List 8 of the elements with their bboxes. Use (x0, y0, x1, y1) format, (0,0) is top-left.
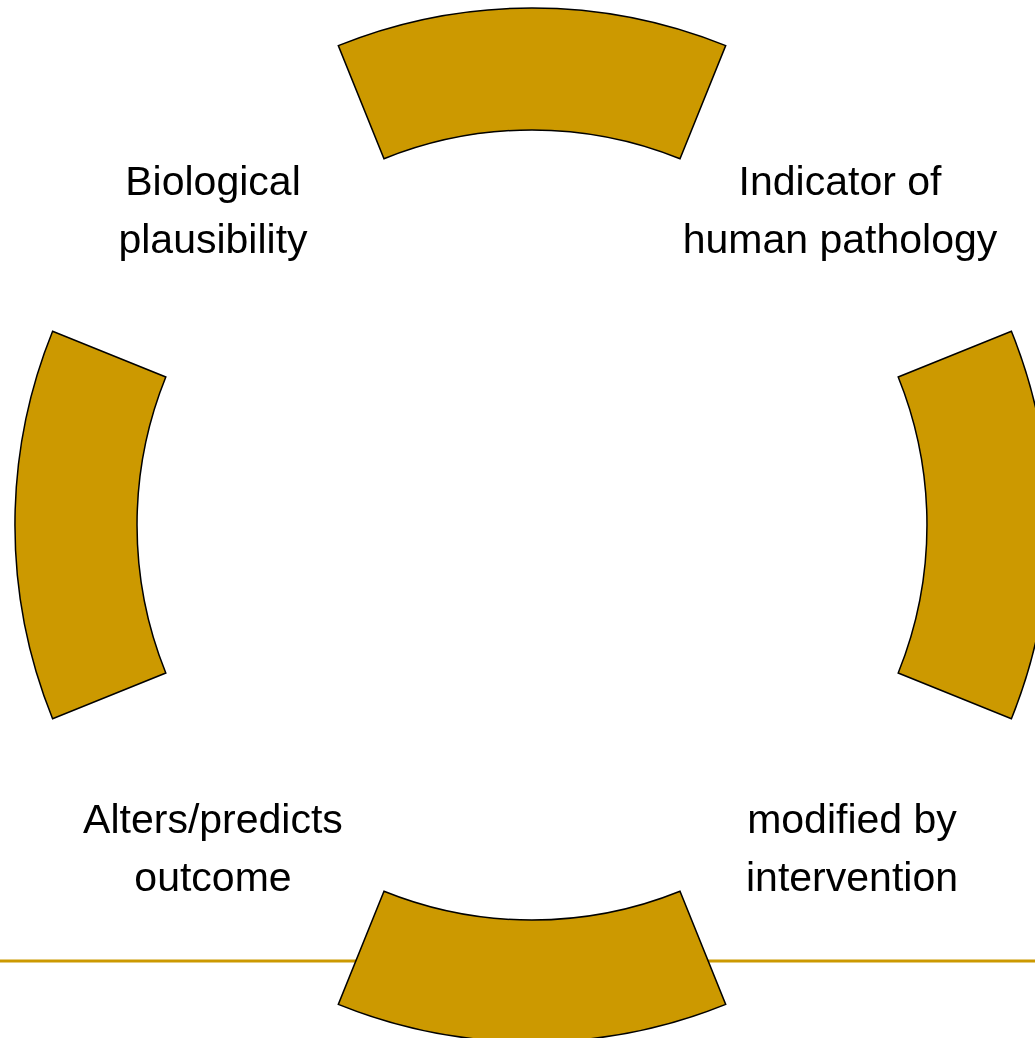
arc-segment (337, 890, 727, 1038)
arc-segment (337, 7, 727, 160)
label-text: Indicator of human pathology (681, 157, 999, 264)
arc-segment (897, 330, 1035, 720)
label-text: Biological plausibility (117, 157, 309, 264)
label-text: Alters/predicts outcome (82, 795, 344, 902)
arc-segment (14, 330, 167, 720)
label-text: modified by intervention (745, 795, 959, 902)
